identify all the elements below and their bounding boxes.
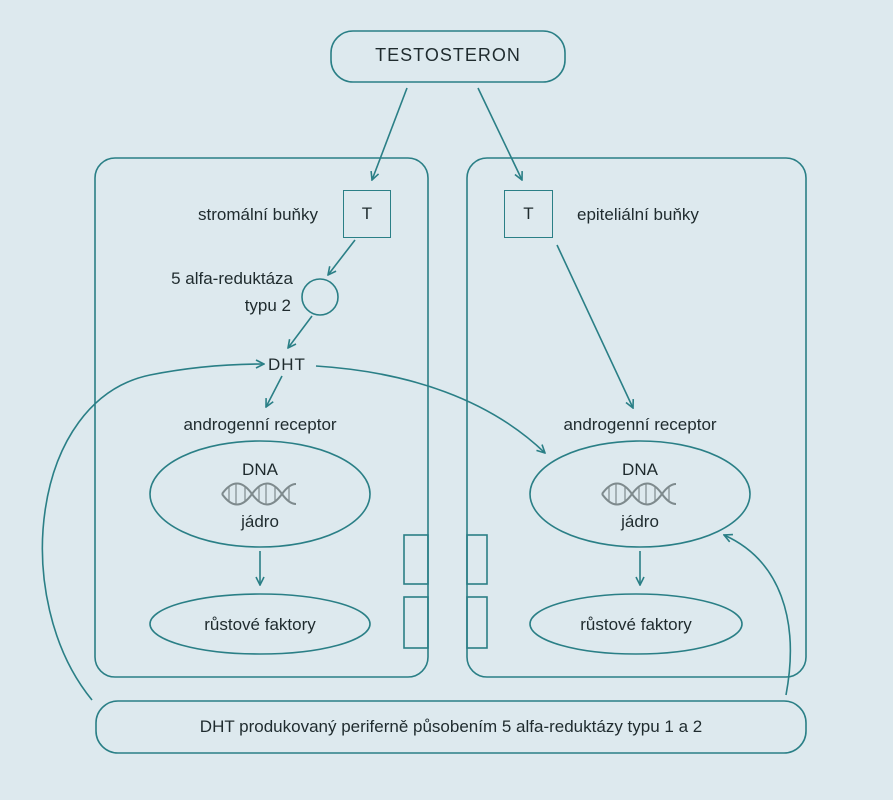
nucleus-right-label: jádro — [621, 512, 659, 531]
junction-left-lower — [403, 596, 429, 649]
arrow-t-to-receptor-right — [556, 244, 633, 408]
dna-helix-right-icon — [601, 482, 677, 506]
dna-left-label: DNA — [242, 460, 278, 479]
androgen-receptor-right: androgenní receptor — [563, 415, 717, 434]
growth-factors-right-shape — [529, 593, 743, 655]
nucleus-right-shape — [529, 440, 751, 548]
junction-right-lower — [466, 596, 488, 649]
nucleus-left-shape — [149, 440, 371, 548]
arrow-t-to-reductase — [328, 239, 356, 275]
stromal-t-label: T — [361, 204, 373, 223]
epithelial-cells-label: epiteliální buňky — [577, 205, 699, 224]
epithelial-cell-container — [466, 157, 807, 678]
reductase-circle — [301, 278, 339, 316]
stromal-testosterone-box: T — [343, 190, 391, 238]
androgen-receptor-left: androgenní receptor — [183, 415, 337, 434]
epithelial-testosterone-box: T — [504, 190, 553, 238]
growth-factors-right-label: růstové faktory — [580, 615, 692, 634]
dna-helix-left-icon — [221, 482, 297, 506]
arrow-dht-to-nucleus-right — [315, 365, 545, 453]
junction-left-upper — [403, 534, 429, 585]
dht-label: DHT — [268, 355, 306, 374]
testosterone-node: TESTOSTERON — [375, 45, 521, 65]
reductase-label-line2: typu 2 — [244, 296, 291, 315]
arrow-reductase-to-dht — [288, 315, 313, 348]
dna-right-label: DNA — [622, 460, 658, 479]
reductase-label-line1: 5 alfa-reduktáza — [171, 269, 293, 288]
epithelial-t-label: T — [523, 204, 534, 223]
junction-right-upper — [466, 534, 488, 585]
arrow-testosterone-to-stromal — [372, 87, 408, 180]
testosterone-node-shape — [330, 30, 566, 83]
nucleus-left-label: jádro — [241, 512, 279, 531]
arrow-testosterone-to-epithelial — [477, 87, 522, 180]
growth-factors-left-label: růstové faktory — [204, 615, 316, 634]
stromal-cells-label: stromální buňky — [198, 205, 318, 224]
arrow-dht-to-receptor-left — [266, 375, 283, 407]
peripheral-dht-node: DHT produkovaný periferně působením 5 al… — [199, 717, 703, 736]
stromal-cell-container — [94, 157, 429, 678]
arrow-peripheral-to-dht — [41, 364, 264, 701]
peripheral-dht-node-shape — [95, 700, 807, 754]
arrow-peripheral-to-nucleus-right — [724, 535, 792, 696]
growth-factors-left-shape — [149, 593, 371, 655]
